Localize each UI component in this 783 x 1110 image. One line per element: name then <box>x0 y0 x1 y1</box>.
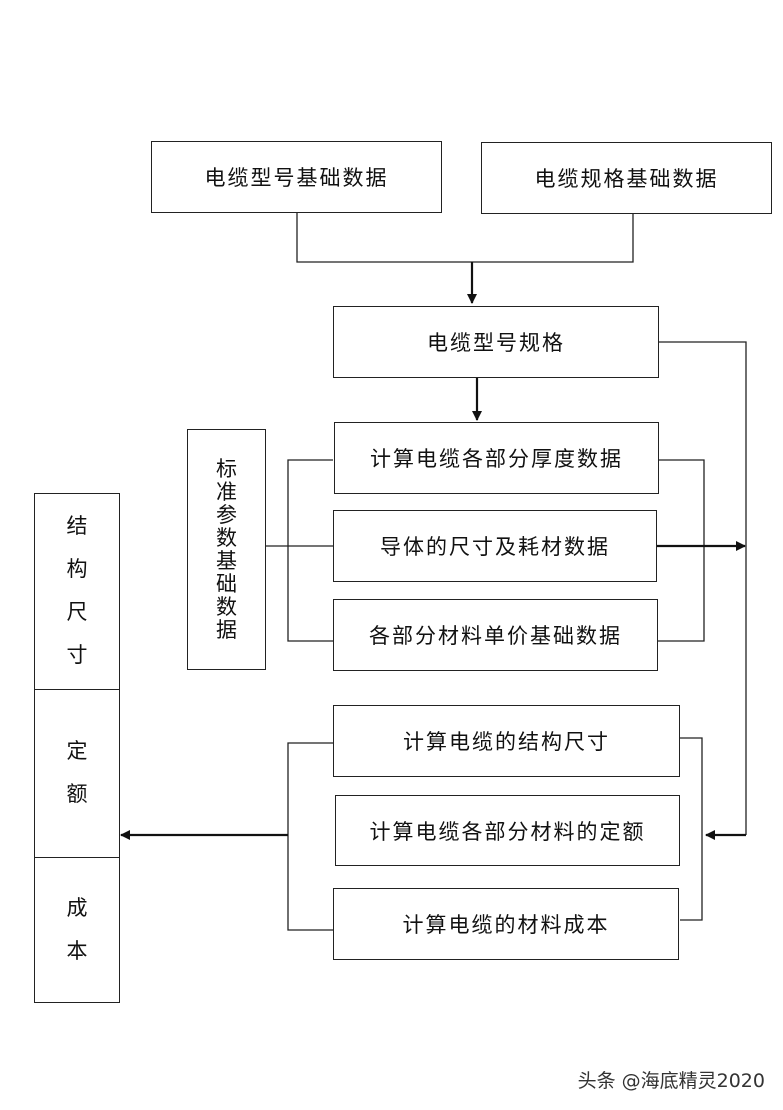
conductor-size-box: 导体的尺寸及耗材数据 <box>333 510 657 582</box>
output-column <box>34 493 120 1003</box>
standard-params-char: 数 <box>216 525 237 550</box>
right-trunk <box>659 341 747 835</box>
calc-left-bracket <box>287 742 333 931</box>
model-basic-data-box: 电缆型号基础数据 <box>151 141 442 213</box>
output-quota: 定 额 <box>34 689 120 857</box>
output-char: 额 <box>66 782 88 806</box>
output-structure: 结 构 尺 寸 <box>34 493 120 689</box>
standard-params-char: 基 <box>216 548 237 573</box>
output-char: 成 <box>66 896 88 920</box>
calc-cost-box: 计算电缆的材料成本 <box>333 888 679 960</box>
params-bracket <box>287 459 333 642</box>
standard-params-char: 数 <box>216 594 237 619</box>
output-char: 尺 <box>66 600 88 624</box>
merge-line <box>296 212 634 263</box>
model-spec-box: 电缆型号规格 <box>333 306 659 378</box>
calc-right-bracket <box>680 737 703 921</box>
standard-params-char: 据 <box>216 617 237 642</box>
middle-right-bracket <box>658 459 705 642</box>
unit-price-box: 各部分材料单价基础数据 <box>333 599 658 671</box>
output-char: 结 <box>66 514 88 538</box>
watermark: 头条 @海底精灵2020 <box>577 1070 765 1092</box>
output-cost: 成 本 <box>34 857 120 1003</box>
output-char: 定 <box>66 739 88 763</box>
spec-basic-data-box: 电缆规格基础数据 <box>481 142 772 214</box>
standard-params-char: 础 <box>216 571 237 596</box>
standard-params-char: 参 <box>216 502 237 527</box>
standard-params-char: 准 <box>216 479 237 504</box>
standard-params-char: 标 <box>216 456 237 481</box>
calc-structure-box: 计算电缆的结构尺寸 <box>333 705 680 777</box>
calc-quota-box: 计算电缆各部分材料的定额 <box>335 795 680 866</box>
output-char: 寸 <box>66 643 88 667</box>
output-char: 构 <box>66 557 88 581</box>
calc-thickness-box: 计算电缆各部分厚度数据 <box>334 422 659 494</box>
standard-params-box: 标 准 参 数 基 础 数 据 <box>187 429 266 670</box>
output-char: 本 <box>66 939 88 963</box>
